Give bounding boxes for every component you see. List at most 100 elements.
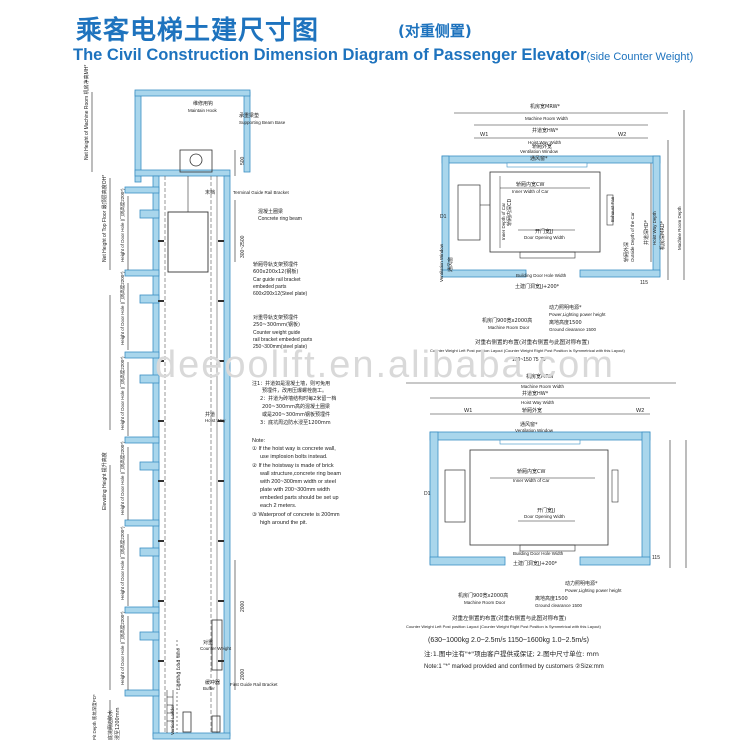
plan-bottom: 机房宽MRW Machine Room Width 井道宽HW* Hoist W… [406,373,687,670]
sheave [189,153,203,167]
top-ground-cn: 离地高度1500 [549,319,582,326]
rail-brackets [158,240,224,662]
cw-rail-en1: Counter weight guide [253,330,300,336]
mr-wall-left [134,91,142,183]
door-lintels [139,209,160,641]
dim-300-2500: 300~2500 [240,235,246,258]
door-hole-label-3: Height of Door Hole (门洞高度2200*) [119,356,126,430]
top-ground-en: Ground clearance 1500 [549,327,597,332]
bottom-outer: 轿厢外宽 [522,407,542,414]
bottom-power-en: Power,Lighting power height [565,588,622,593]
waterproof-label-2: 浸至1200mm [114,707,121,740]
vertical-ladder [166,690,174,733]
mr-floor [134,169,231,177]
top-wall-bottom-right [579,269,661,278]
note-en-2: ① If the hoist way is concrete wall, [252,445,336,452]
top-wall-bottom-left [441,269,527,278]
first-bracket-en: First Guide Rail Bracket [230,682,278,687]
bottom-vent-cn: 通风窗* [520,421,538,428]
top-door [519,251,576,259]
bottom-wall-left [429,431,439,565]
top-vent-window-cn: 通风窗 [447,257,454,272]
pit-label: Pit Depth 底坑深度PD* [91,694,98,740]
cw-rail-cn: 对重导轨支架预埋件 [253,314,298,321]
top-counterweight [457,184,481,241]
top-vent-en: Ventilation Window [520,149,559,154]
top-mr-door-en: Machine Room Door [488,325,530,330]
counterweight-block [211,619,223,671]
bottom-mr-door-en: Machine Room Door [464,600,506,605]
buffer-cn: 缓冲器 [205,679,220,686]
bottom-mr-door-cn: 机房门900宽x2000高 [458,592,508,599]
dim-500: 500 [240,156,246,165]
maintain-hook-en: Maintain Hook [188,108,218,113]
top-cw-cn: 轿厢内宽CW [516,181,544,188]
top-overflow: 130~150 75 75 [512,357,546,363]
dim-2000-b: 2000 [240,669,246,680]
top-hw-cn: 井道宽HW* [532,127,559,134]
car-rail-spec: 600x200x12(钢板) [253,268,298,275]
car [167,211,209,273]
door-hole-label-4: Height of Door Hole (门洞高度2200*) [119,441,126,515]
top-outer: 轿厢外宽 [532,143,552,150]
top-cw-en: Inner Width of Car [512,189,549,194]
buffer-en: Buffer [203,686,215,691]
top-vent-window [506,162,588,168]
counterweight-en: Counter Weight [200,646,232,651]
top-door-hole-size: 土建门洞宽JJ+200* [515,283,560,290]
top-cd-cn: 轿厢内深CD [506,199,513,226]
top-mr-door-cn: 机房门900宽x2000高 [482,317,532,324]
bottom-cw-en: Inner Width of Car [513,478,550,483]
title-cn-sub: (对重侧置) [398,22,472,40]
top-jj-en: Door Opening Width [524,235,565,240]
note-en-9: each 2 meters. [260,503,297,509]
bottom-jj-en: Door Opening Width [524,514,565,519]
cw-rail-en3: 250~300mm(steel plate) [253,344,307,350]
top-vent-cn: 通风窗* [530,155,548,162]
traction-machine [179,149,213,173]
concrete-ring-cn: 混凝土圈梁 [258,208,283,215]
pit-floor [152,732,231,740]
left-dimensions [91,92,236,733]
top-mrw-cn: 机房宽MRW* [530,103,561,110]
bottom-hw-en: Hoist Way Width [521,400,555,405]
car-rail-en1: Car guide rail bracket [253,277,301,283]
bottom-dim-115: 115 [652,555,660,561]
note-cn-3: 2：井道为砖墙结构时每2米留一档 [260,395,336,402]
buffer-cw [211,715,221,733]
ladder-label: Vertical Ladder [170,704,175,735]
top-caption-cn: 对重右侧置的布置(对重右侧置与此图对称布置) [475,338,589,346]
bottom-wall-bottom-right [579,556,651,566]
waterproof-label: 底坑周边防水 [107,710,114,740]
mr-height-label: Net Height of Machine Room 机房净高MH* [83,65,90,160]
floor-slabs [124,186,160,697]
mr-roof [134,89,251,97]
bottom-spec: (630~1000kg 2.0~2.5m/s 1150~1600kg 1.0~2… [428,637,589,644]
bottom-door-hole-size: 土建门洞宽JJ+200* [513,560,558,567]
plan-top: 机房宽MRW* Machine Room Width 井道宽HW* Hoist … [430,103,685,363]
door-hole-label-2: Height of Door Hole (门洞高度2200*) [119,271,126,345]
bottom-caption-en: Counter Weight Left Post position Layout… [406,624,602,629]
terminal-bracket-cn: 末档 [205,189,215,196]
lighting-wire-label: Lighting Load Wire [176,648,182,690]
top-outer-depth-cn: 轿厢外深 [623,242,630,262]
bottom-vent-en: Ventilation Window [515,428,554,433]
note-en-7: plate with 200~300mm width [260,487,330,493]
bottom-counterweight [444,469,466,523]
top-hd-en: Hoist Way Depth [652,211,657,245]
note-cn-4: 200~300mm高的混凝土圈梁 [262,403,330,410]
bottom-mrw-en: Machine Room Width [521,384,565,389]
top-caption-en: Counter Weight Left Post position Layout… [430,348,626,353]
note-en-4: ② If the hoistway is made of brick [252,462,334,469]
top-power-en: Power,Lighting power height [549,312,606,317]
bottom-ground-cn: 离地高度1500 [535,595,568,602]
top-outer-depth-en: Outside Depth of the Car [630,212,635,262]
note-cn-5: 或是200~300mm钢板预埋件 [262,411,330,418]
supporting-beam-en: Supporting Beam Base [239,120,286,125]
watermark: deeoolift.en.alibaba.com [155,344,615,386]
note-en-1: Note: [252,438,266,444]
bottom-ground-en: Ground clearance 1500 [535,603,583,608]
bottom-car [469,449,609,546]
door-hole-label-5: Height of Door Hole (门洞高度2200*) [119,526,126,600]
top-mrd-cn: 机房深MRD* [659,220,666,250]
